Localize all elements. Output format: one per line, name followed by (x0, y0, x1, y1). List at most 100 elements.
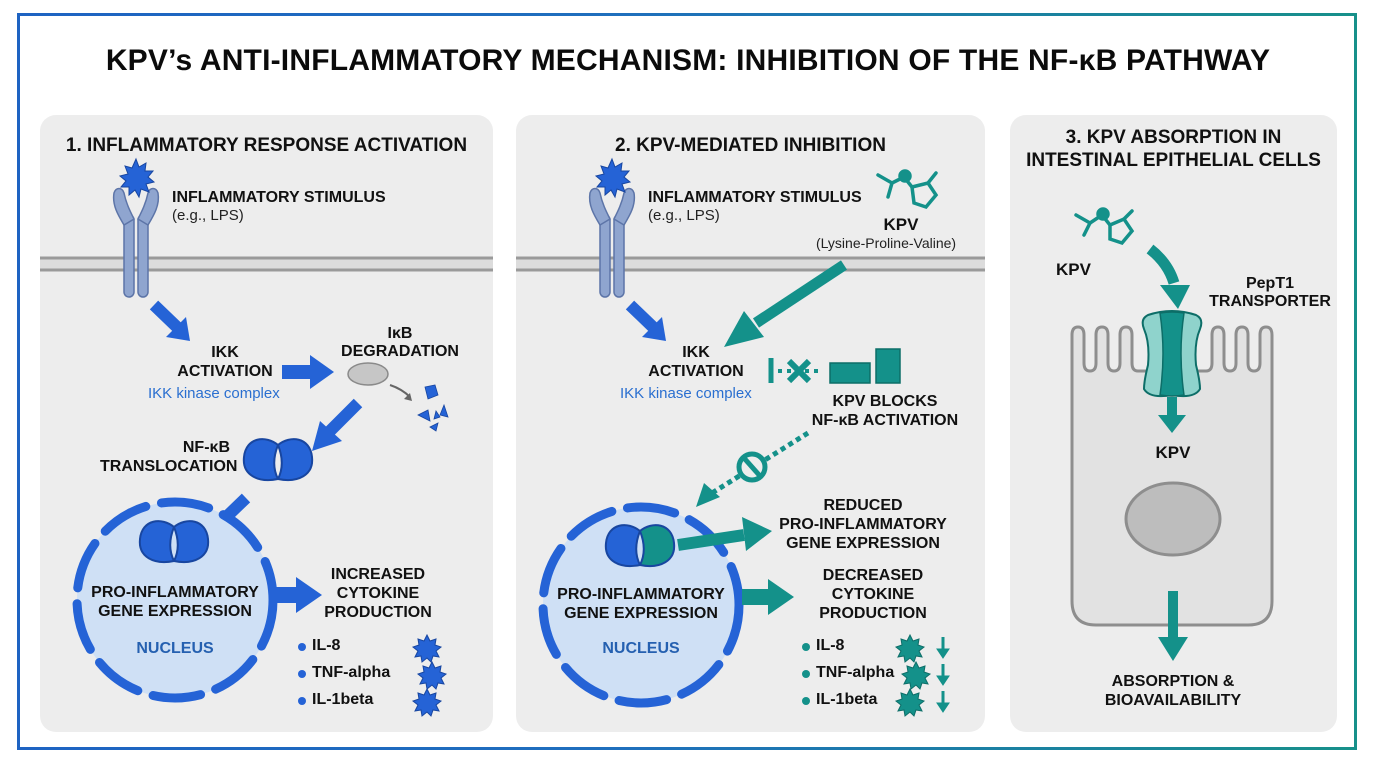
cytokine-star-icon (900, 660, 932, 690)
nfkb-dimer-icon (242, 438, 314, 481)
kpv-inside-label: KPV (1155, 443, 1191, 462)
ikk-label-line2: ACTIVATION (648, 363, 744, 380)
down-arrow-icon (936, 637, 950, 659)
arrow-to-ikk (625, 300, 666, 341)
cytokine-markers (298, 643, 306, 705)
reduced-label-line2: PRO-INFLAMMATORY (779, 516, 947, 533)
stimulus-example: (e.g., LPS) (172, 207, 244, 224)
panel-3-title-line2: INTESTINAL EPITHELIAL CELLS (1026, 150, 1321, 171)
panel-2-title: 2. KPV-MEDIATED INHIBITION (615, 135, 886, 156)
down-arrow-icon (936, 664, 950, 686)
ikb-label-line2: DEGRADATION (341, 343, 459, 360)
blocks-label-line2: NF-κB ACTIVATION (811, 412, 959, 429)
nucleus-label: NUCLEUS (602, 640, 680, 657)
cytokine-star-icon (411, 633, 443, 663)
arrow-to-ikk (149, 300, 190, 341)
cytokine-item: IL-1beta (816, 691, 878, 708)
pept1-transporter-icon (1141, 310, 1203, 398)
inhibition-x-icon (768, 358, 821, 384)
cytokine-title-line2: CYTOKINE (831, 586, 915, 603)
arrow-to-reduced-expression (677, 517, 772, 551)
kpv-molecule-icon (876, 169, 939, 210)
nucleus-text-line2: GENE EXPRESSION (98, 603, 252, 620)
stimulus-label: INFLAMMATORY STIMULUS (648, 189, 862, 206)
cytokine-star-icon (416, 660, 448, 690)
arrow-to-cytokines (270, 577, 322, 613)
stimulus-label: INFLAMMATORY STIMULUS (172, 189, 386, 206)
kpv-molecule-icon (1074, 207, 1135, 246)
nfkb-label-line1: NF-κB (182, 439, 230, 456)
degradation-arrow-icon (389, 384, 411, 398)
panel-inflammatory-activation: 1. INFLAMMATORY RESPONSE ACTIVATION (40, 115, 493, 732)
panel-kpv-absorption: 3. KPV ABSORPTION IN INTESTINAL EPITHELI… (1010, 115, 1337, 732)
cytokine-star-icon (894, 687, 926, 717)
kpv-arrow-to-ikk (724, 260, 848, 347)
page-title: KPV’s ANTI-INFLAMMATORY MECHANISM: INHIB… (105, 44, 1271, 77)
cytokine-star-icon (411, 687, 443, 717)
kpv-label: KPV (1056, 260, 1091, 279)
cytokine-title-line1: DECREASED (822, 567, 924, 584)
lps-stimulus-icon (594, 157, 632, 199)
arrow-to-cytokines (742, 579, 794, 615)
arrow-to-bloodstream (1158, 591, 1188, 661)
epithelial-cell-icon (1070, 325, 1274, 627)
arrow-to-ikb (282, 355, 334, 389)
kpv-block-icon (829, 348, 901, 384)
kpv-full-name: (Lysine-Proline-Valine) (816, 235, 957, 251)
ikk-sublabel: IKK kinase complex (148, 385, 280, 402)
down-arrow-icon (936, 691, 950, 713)
nucleus-label: NUCLEUS (136, 640, 214, 657)
arrow-into-cell (1158, 397, 1186, 433)
nfkb-label-line2: TRANSLOCATION (100, 458, 238, 475)
panel-1-graphics (40, 157, 493, 717)
reduced-label-line1: REDUCED (823, 497, 903, 514)
cytokine-title-line3: PRODUCTION (324, 604, 432, 621)
ikk-label-line1: IKK (682, 344, 710, 361)
transporter-label-line2: TRANSPORTER (1209, 293, 1331, 310)
nucleus-text-line1: PRO-INFLAMMATORY (91, 584, 259, 601)
cytokine-star-icon (894, 633, 926, 663)
cell-membrane (40, 256, 493, 272)
panel-3-title-line1: 3. KPV ABSORPTION IN (1065, 127, 1282, 148)
panel-kpv-inhibition: 2. KPV-MEDIATED INHIBITION (516, 115, 985, 732)
ikb-fragments-icon (417, 384, 449, 432)
panel-1-title: 1. INFLAMMATORY RESPONSE ACTIVATION (65, 135, 468, 156)
cytokine-title-line3: PRODUCTION (819, 605, 927, 622)
cell-nucleus-icon (1124, 481, 1222, 557)
outcome-label-line1: ABSORPTION & (1111, 673, 1235, 690)
kpv-uptake-arrow (1146, 244, 1190, 309)
decrease-arrow-icons (936, 637, 950, 713)
ikk-sublabel: IKK kinase complex (620, 385, 752, 402)
panel-3-graphics (1070, 207, 1274, 661)
transporter-label-line1: PepT1 (1245, 275, 1294, 292)
ikb-label-line1: IκB (387, 325, 413, 342)
receptor-icon (588, 187, 636, 298)
cytokine-item: IL-8 (816, 637, 845, 654)
cytokine-item: TNF-alpha (816, 664, 895, 681)
arrow-to-nfkb (312, 398, 363, 451)
lps-stimulus-icon (118, 157, 156, 199)
no-entry-icon (736, 451, 768, 483)
ikk-label-line1: IKK (211, 344, 239, 361)
nucleus-nfkb-dimer-icon (138, 520, 210, 563)
reduced-label-line3: GENE EXPRESSION (786, 535, 940, 552)
ikb-protein-icon (347, 362, 389, 386)
nucleus-text-line2: GENE EXPRESSION (564, 605, 718, 622)
panel-2-graphics (516, 157, 985, 717)
outcome-label-line2: BIOAVAILABILITY (1104, 692, 1242, 709)
nucleus-icon (538, 502, 744, 708)
kpv-label: KPV (883, 215, 919, 234)
receptor-icon (112, 187, 160, 298)
blocks-label-line1: KPV BLOCKS (832, 393, 938, 410)
cytokine-markers (802, 643, 810, 705)
cytokine-title-line1: INCREASED (330, 566, 426, 583)
stimulus-example: (e.g., LPS) (648, 207, 720, 224)
nucleus-text-line1: PRO-INFLAMMATORY (557, 586, 725, 603)
cell-membrane (516, 256, 985, 272)
cytokine-item: IL-1beta (312, 691, 374, 708)
nucleus-nfkb-dimer-icon (604, 524, 676, 567)
cytokine-item: TNF-alpha (312, 664, 391, 681)
cytokine-title-line2: CYTOKINE (336, 585, 420, 602)
cytokine-item: IL-8 (312, 637, 341, 654)
cytokine-star-icons (411, 633, 448, 717)
